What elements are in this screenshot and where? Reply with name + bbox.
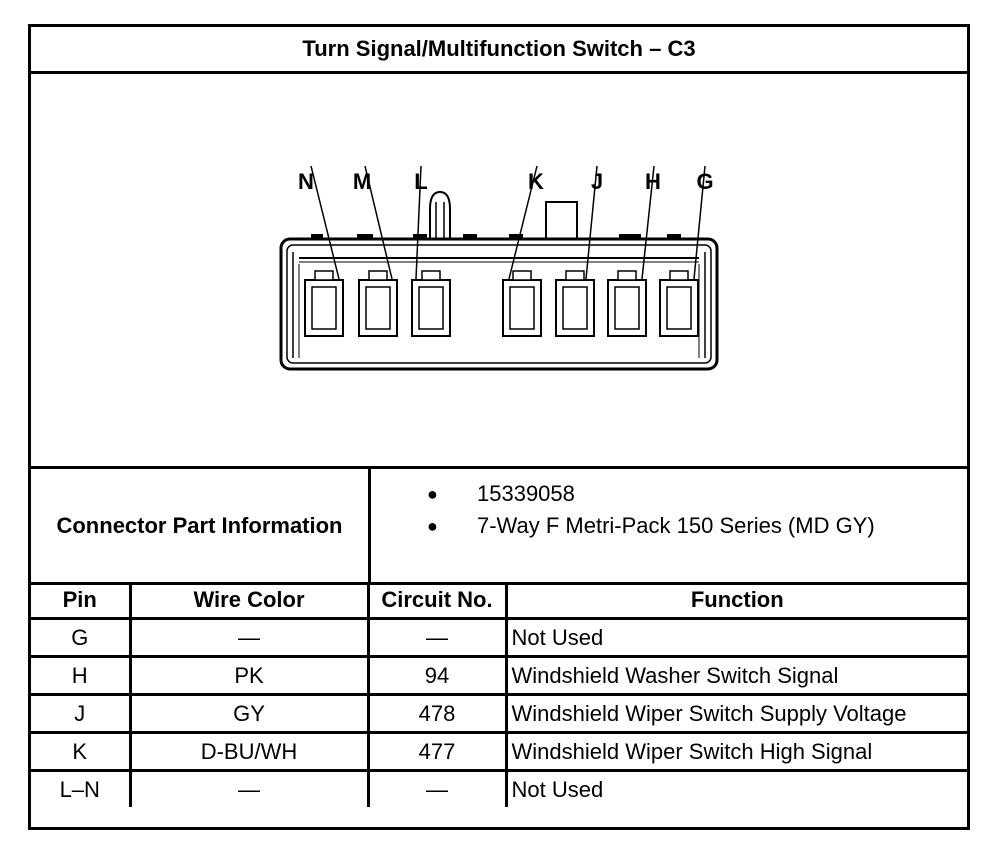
cell-pin: H [31, 655, 132, 696]
cell-function: Windshield Washer Switch Signal [504, 655, 967, 696]
page-title: Turn Signal/Multifunction Switch – C3 [31, 27, 967, 74]
connector-face-diagram: N M L K J H G [279, 165, 719, 371]
table-row: G — — Not Used [31, 617, 967, 658]
connector-info-row: Connector Part Information ● 15339058 ● … [31, 466, 967, 585]
connector-info-label: Connector Part Information [31, 469, 371, 582]
cell-function: Not Used [504, 769, 967, 807]
part-number: 15339058 [477, 481, 575, 506]
cell-circuit: — [366, 769, 508, 807]
terminal-k [502, 270, 542, 337]
cell-pin: J [31, 693, 132, 734]
cell-pin: G [31, 617, 132, 658]
cell-wire-color: GY [128, 693, 370, 734]
connector-drawing: N M L K J H G [31, 74, 967, 466]
cell-function: Not Used [504, 617, 967, 658]
terminal-l [411, 270, 451, 337]
cell-circuit: — [366, 617, 508, 658]
pin-label-g: G [696, 169, 713, 194]
cell-pin: L–N [31, 769, 132, 807]
table-row: J GY 478 Windshield Wiper Switch Supply … [31, 693, 967, 734]
header-circuit: Circuit No. [366, 582, 508, 620]
connector-info-item: ● 7-Way F Metri-Pack 150 Series (MD GY) [371, 511, 967, 541]
bullet-icon: ● [427, 515, 438, 536]
terminal-g [659, 270, 699, 337]
cell-pin: K [31, 731, 132, 772]
terminal-j [555, 270, 595, 337]
cell-function: Windshield Wiper Switch Supply Voltage [504, 693, 967, 734]
key-tab [545, 201, 578, 243]
pin-label-k: K [528, 169, 544, 194]
bullet-icon: ● [427, 483, 438, 504]
cell-wire-color: — [128, 769, 370, 807]
connector-description: 7-Way F Metri-Pack 150 Series (MD GY) [477, 513, 875, 538]
connector-sheet: Turn Signal/Multifunction Switch – C3 [28, 24, 970, 830]
pin-table: Pin Wire Color Circuit No. Function G — … [31, 582, 967, 807]
table-row: L–N — — Not Used [31, 769, 967, 807]
terminal-n [304, 270, 344, 337]
cell-circuit: 477 [366, 731, 508, 772]
connector-info-item: ● 15339058 [371, 479, 967, 509]
pin-label-j: J [591, 169, 603, 194]
header-wire-color: Wire Color [128, 582, 370, 620]
terminal-m [358, 270, 398, 337]
pin-label-l: L [414, 169, 427, 194]
cell-wire-color: — [128, 617, 370, 658]
pin-label-n: N [298, 169, 314, 194]
cell-circuit: 478 [366, 693, 508, 734]
pin-table-header: Pin Wire Color Circuit No. Function [31, 582, 967, 620]
cell-circuit: 94 [366, 655, 508, 696]
header-pin: Pin [31, 582, 132, 620]
pin-label-m: M [353, 169, 371, 194]
pin-label-h: H [645, 169, 661, 194]
table-row: K D-BU/WH 477 Windshield Wiper Switch Hi… [31, 731, 967, 772]
cell-function: Windshield Wiper Switch High Signal [504, 731, 967, 772]
terminal-h [607, 270, 647, 337]
table-row: H PK 94 Windshield Washer Switch Signal [31, 655, 967, 696]
cell-wire-color: D-BU/WH [128, 731, 370, 772]
connector-info-list: ● 15339058 ● 7-Way F Metri-Pack 150 Seri… [371, 469, 967, 582]
header-function: Function [504, 582, 967, 620]
cell-wire-color: PK [128, 655, 370, 696]
